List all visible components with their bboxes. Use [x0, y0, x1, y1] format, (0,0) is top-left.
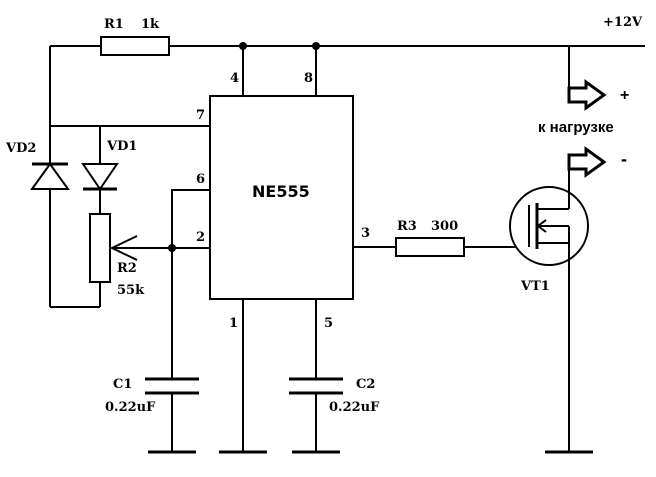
pin-2-label: 2 — [196, 230, 205, 245]
r2-value: 55k — [117, 283, 145, 298]
diode-vd2 — [30, 162, 70, 190]
chip-name: NE555 — [252, 182, 310, 201]
load-minus-arrow-icon — [567, 146, 607, 178]
r1-ref: R1 — [104, 17, 124, 32]
potentiometer-r2 — [89, 213, 111, 283]
pin-4-label: 4 — [230, 71, 239, 86]
r3-value: 300 — [431, 219, 458, 234]
pin-1-label: 1 — [229, 316, 238, 331]
c1-value: 0.22uF — [105, 400, 156, 415]
vd2-ref: VD2 — [5, 141, 36, 156]
vt1-ref: VT1 — [520, 279, 550, 294]
supply-label: +12V — [603, 15, 643, 30]
pin-8-label: 8 — [304, 71, 313, 86]
pin-7-label: 7 — [196, 108, 205, 123]
r2-ref: R2 — [117, 261, 137, 276]
load-minus-sign: - — [621, 149, 627, 169]
c1-ref: C1 — [113, 377, 132, 392]
pin-5-label: 5 — [324, 316, 333, 331]
mosfet-vt1 — [509, 186, 589, 266]
c2-value: 0.22uF — [329, 400, 380, 415]
wiper-arrow-icon — [109, 235, 172, 261]
c2-ref: C2 — [356, 377, 375, 392]
load-plus-sign: + — [620, 87, 629, 104]
pin-3-label: 3 — [361, 226, 370, 241]
resistor-r3 — [395, 237, 465, 257]
r3-ref: R3 — [397, 219, 417, 234]
diode-vd1 — [81, 163, 119, 191]
r1-value: 1k — [141, 17, 160, 32]
wire-pin6 — [171, 189, 210, 248]
resistor-r1 — [100, 36, 170, 56]
load-plus-arrow-icon — [567, 79, 607, 111]
load-label: к нагрузке — [538, 119, 614, 136]
ne555-chip — [209, 95, 354, 300]
pin-6-label: 6 — [196, 172, 205, 187]
vd1-ref: VD1 — [106, 139, 137, 154]
